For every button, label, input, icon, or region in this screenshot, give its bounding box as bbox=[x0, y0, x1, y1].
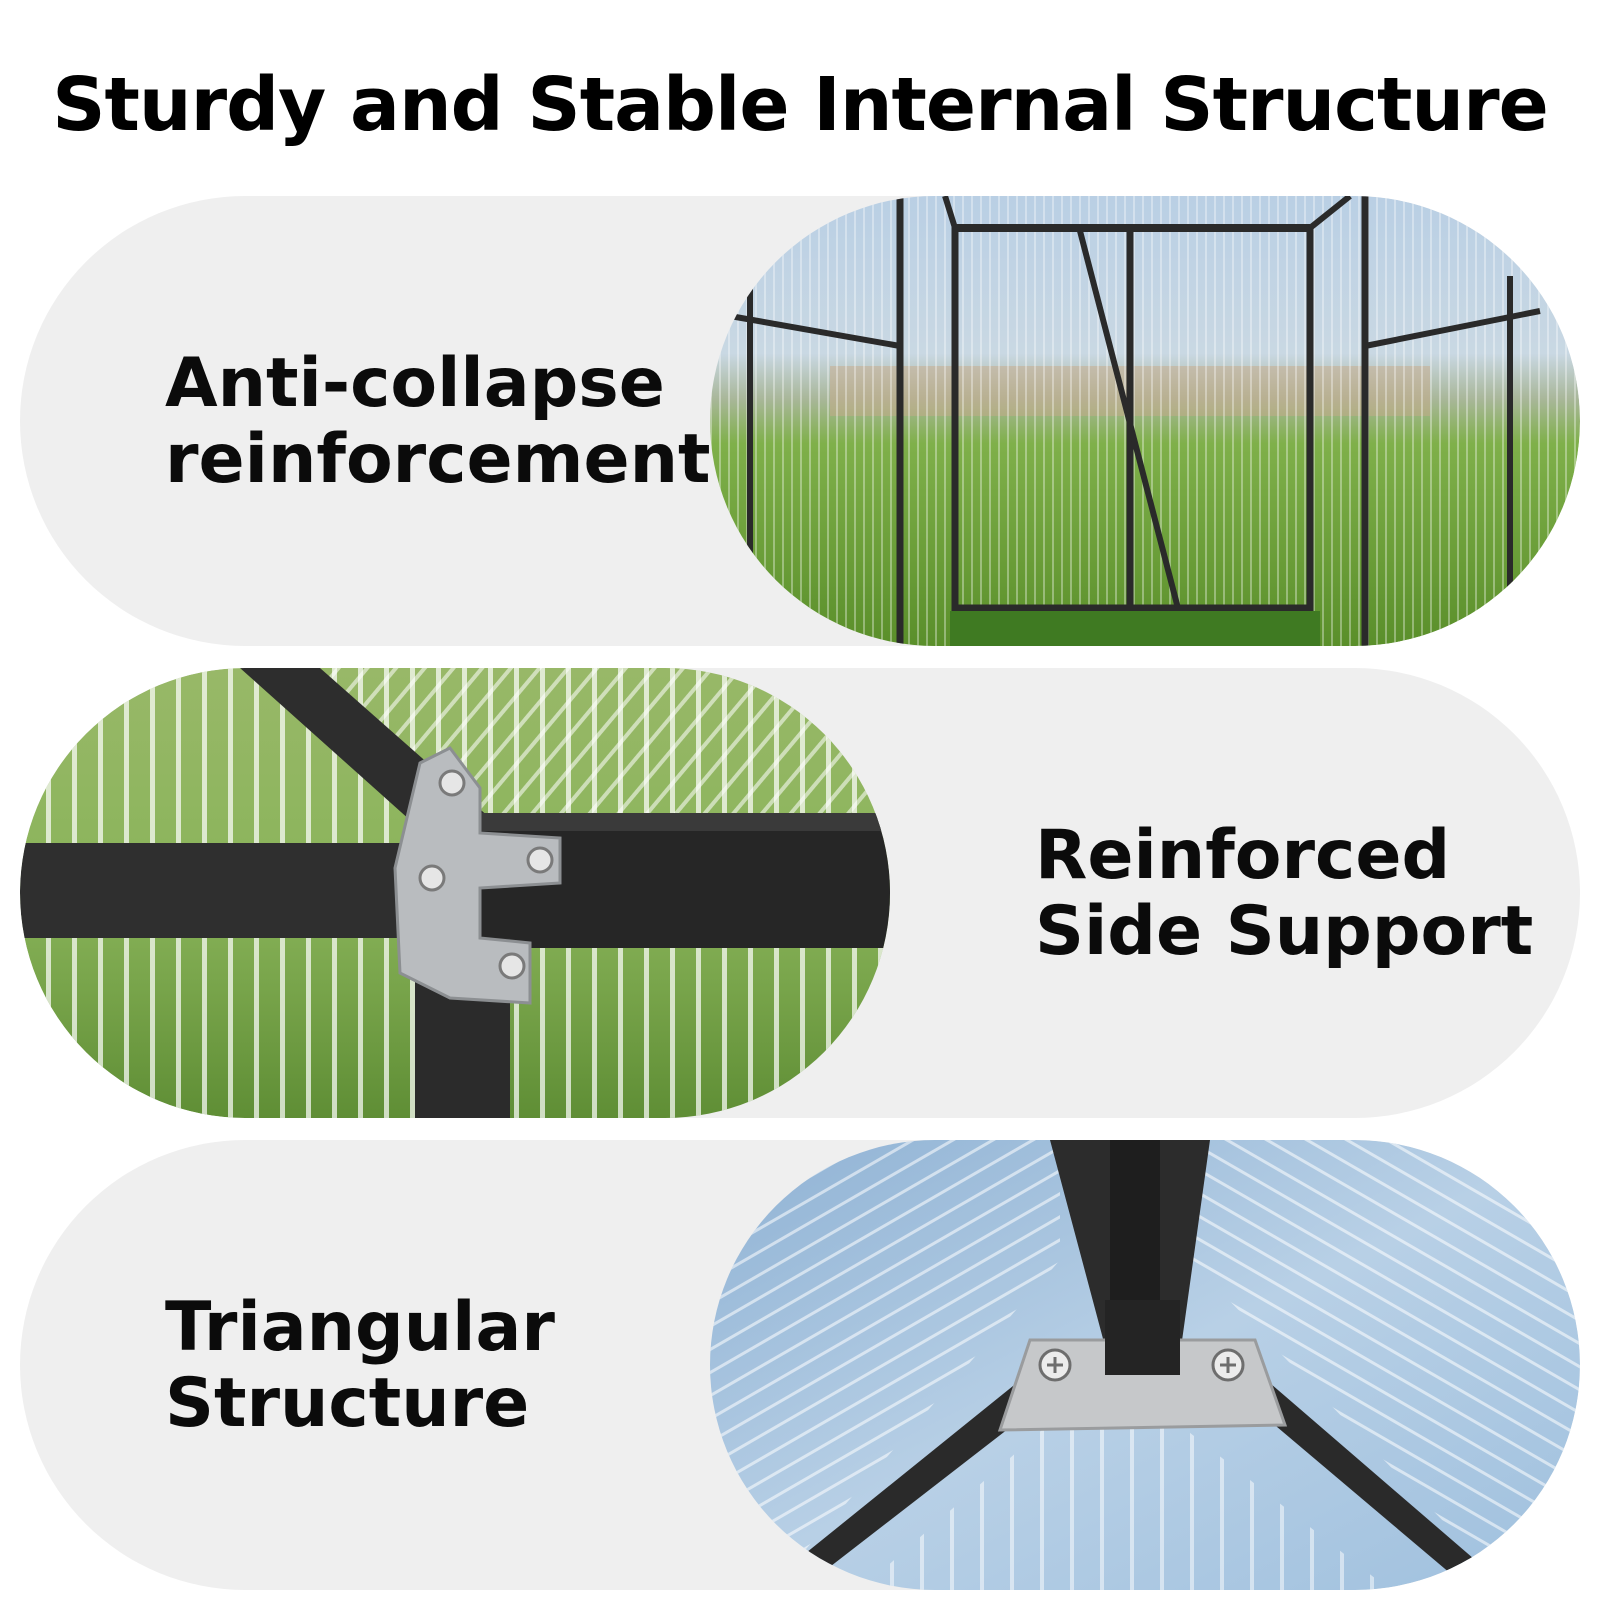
page-title: Sturdy and Stable Internal Structure bbox=[52, 62, 1549, 148]
feature-label-line1: Reinforced bbox=[1035, 816, 1451, 895]
feature-label-line2: Structure bbox=[165, 1364, 530, 1443]
feature-label-line1: Anti-collapse bbox=[165, 344, 665, 423]
feature-label-line2: Side Support bbox=[1035, 892, 1534, 971]
feature-label: Anti-collapse reinforcement bbox=[165, 346, 711, 498]
roof-truss-photo bbox=[710, 1140, 1580, 1590]
feature-label: Triangular Structure bbox=[165, 1290, 555, 1442]
feature-label-line2: reinforcement bbox=[165, 420, 711, 499]
feature-card-anti-collapse: Anti-collapse reinforcement bbox=[20, 196, 1580, 646]
feature-card-side-support: Reinforced Side Support bbox=[20, 668, 1580, 1118]
feature-label: Reinforced Side Support bbox=[1035, 818, 1533, 970]
greenhouse-interior-photo bbox=[710, 196, 1580, 646]
side-bracket-photo bbox=[20, 668, 890, 1118]
feature-card-triangular: Triangular Structure bbox=[20, 1140, 1580, 1590]
feature-label-line1: Triangular bbox=[165, 1288, 555, 1367]
